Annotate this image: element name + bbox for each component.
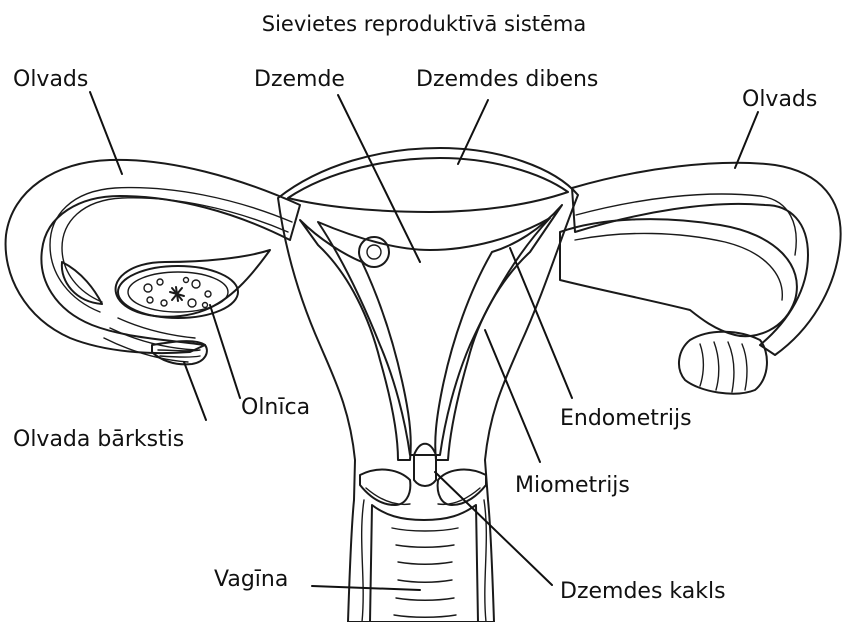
vagina-structure (362, 500, 487, 622)
label-olvads-left: Olvads (13, 67, 88, 92)
right-fallopian-tube (560, 163, 841, 394)
label-vagina: Vagīna (214, 567, 288, 592)
label-olvada-barkstis: Olvada bārkstis (13, 427, 184, 452)
label-miometrijs: Miometrijs (515, 473, 630, 498)
ovarian-follicles-icon (144, 278, 211, 308)
label-dzemdes-dibens: Dzemdes dibens (416, 67, 598, 92)
left-ovary (116, 250, 270, 318)
label-dzemdes-kakls: Dzemdes kakls (560, 579, 726, 604)
diagram-title: Sievietes reproduktīvā sistēma (262, 12, 587, 36)
label-olvads-right: Olvads (742, 87, 817, 112)
label-endometrijs: Endometrijs (560, 406, 692, 431)
label-olnica: Olnīca (241, 395, 310, 420)
uterus (278, 148, 578, 622)
label-dzemde: Dzemde (254, 67, 345, 92)
